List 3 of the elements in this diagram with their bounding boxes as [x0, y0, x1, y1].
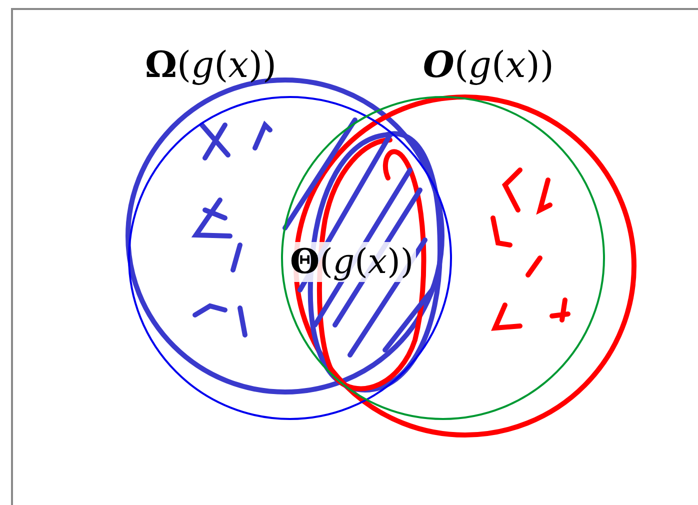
set-label: O(g(x))	[423, 43, 554, 88]
set-label: Ω(g(x))	[145, 43, 277, 88]
intersection-label: Θ(g(x))	[288, 242, 416, 282]
